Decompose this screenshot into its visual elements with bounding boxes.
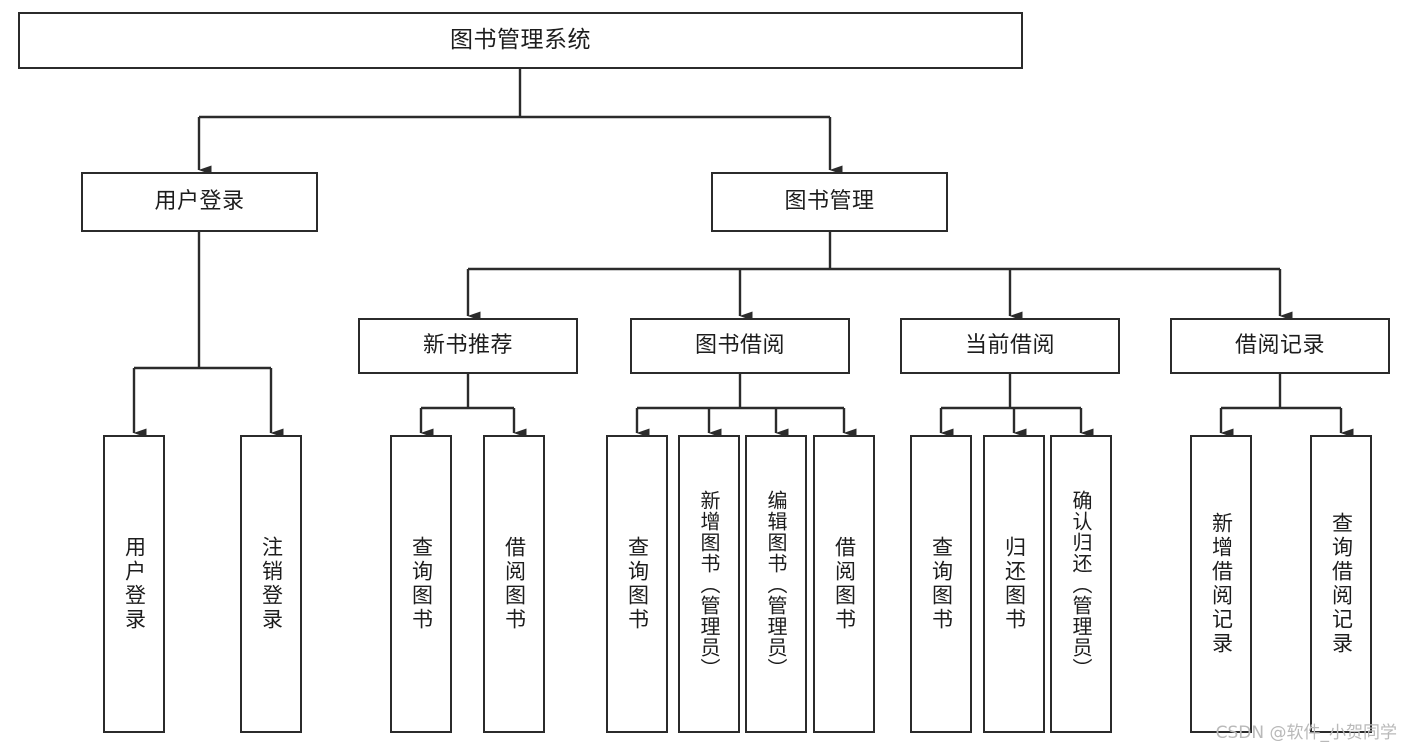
node-query-book-1[interactable]: 查询图书: [390, 435, 452, 733]
node-label-user-login: 用户登录: [154, 189, 245, 215]
node-add-book[interactable]: 新增图书（管理员）: [678, 435, 740, 733]
node-user-login-leaf[interactable]: 用户登录: [103, 435, 165, 733]
node-label-root: 图书管理系统: [450, 27, 591, 54]
node-label-book-manage: 图书管理: [784, 189, 875, 215]
node-label-edit-book: 编辑图书（管理员）: [764, 489, 788, 679]
node-label-new-book-recommend: 新书推荐: [422, 333, 513, 359]
node-label-logout-leaf: 注销登录: [259, 536, 284, 632]
node-label-borrow-book-2: 借阅图书: [832, 536, 857, 632]
node-book-borrow[interactable]: 图书借阅: [630, 318, 850, 374]
node-label-add-book: 新增图书（管理员）: [697, 489, 721, 679]
node-borrow-book-2[interactable]: 借阅图书: [813, 435, 875, 733]
node-label-current-borrow: 当前借阅: [964, 333, 1055, 359]
node-label-query-borrow-record: 查询借阅记录: [1329, 512, 1354, 656]
node-query-borrow-record[interactable]: 查询借阅记录: [1310, 435, 1372, 733]
node-root-system[interactable]: 图书管理系统: [18, 12, 1023, 69]
node-label-book-borrow: 图书借阅: [694, 333, 785, 359]
node-user-login[interactable]: 用户登录: [81, 172, 318, 232]
node-new-book-recommend[interactable]: 新书推荐: [358, 318, 578, 374]
node-query-book-3[interactable]: 查询图书: [910, 435, 972, 733]
node-query-book-2[interactable]: 查询图书: [606, 435, 668, 733]
node-label-borrow-record: 借阅记录: [1234, 333, 1325, 359]
node-label-borrow-book-1: 借阅图书: [502, 536, 527, 632]
node-logout-leaf[interactable]: 注销登录: [240, 435, 302, 733]
node-book-manage[interactable]: 图书管理: [711, 172, 948, 232]
node-borrow-book-1[interactable]: 借阅图书: [483, 435, 545, 733]
node-label-return-book: 归还图书: [1002, 536, 1027, 632]
node-label-query-book-2: 查询图书: [625, 536, 650, 632]
node-current-borrow[interactable]: 当前借阅: [900, 318, 1120, 374]
node-edit-book[interactable]: 编辑图书（管理员）: [745, 435, 807, 733]
node-label-query-book-3: 查询图书: [929, 536, 954, 632]
node-label-user-login-leaf: 用户登录: [122, 536, 147, 632]
node-label-query-book-1: 查询图书: [409, 536, 434, 632]
csdn-watermark: CSDN @软件_小贺同学: [1215, 723, 1397, 743]
node-confirm-return[interactable]: 确认归还（管理员）: [1050, 435, 1112, 733]
node-add-borrow-record[interactable]: 新增借阅记录: [1190, 435, 1252, 733]
node-label-add-borrow-record: 新增借阅记录: [1209, 512, 1234, 656]
node-borrow-record[interactable]: 借阅记录: [1170, 318, 1390, 374]
node-label-confirm-return: 确认归还（管理员）: [1069, 489, 1093, 679]
node-return-book[interactable]: 归还图书: [983, 435, 1045, 733]
